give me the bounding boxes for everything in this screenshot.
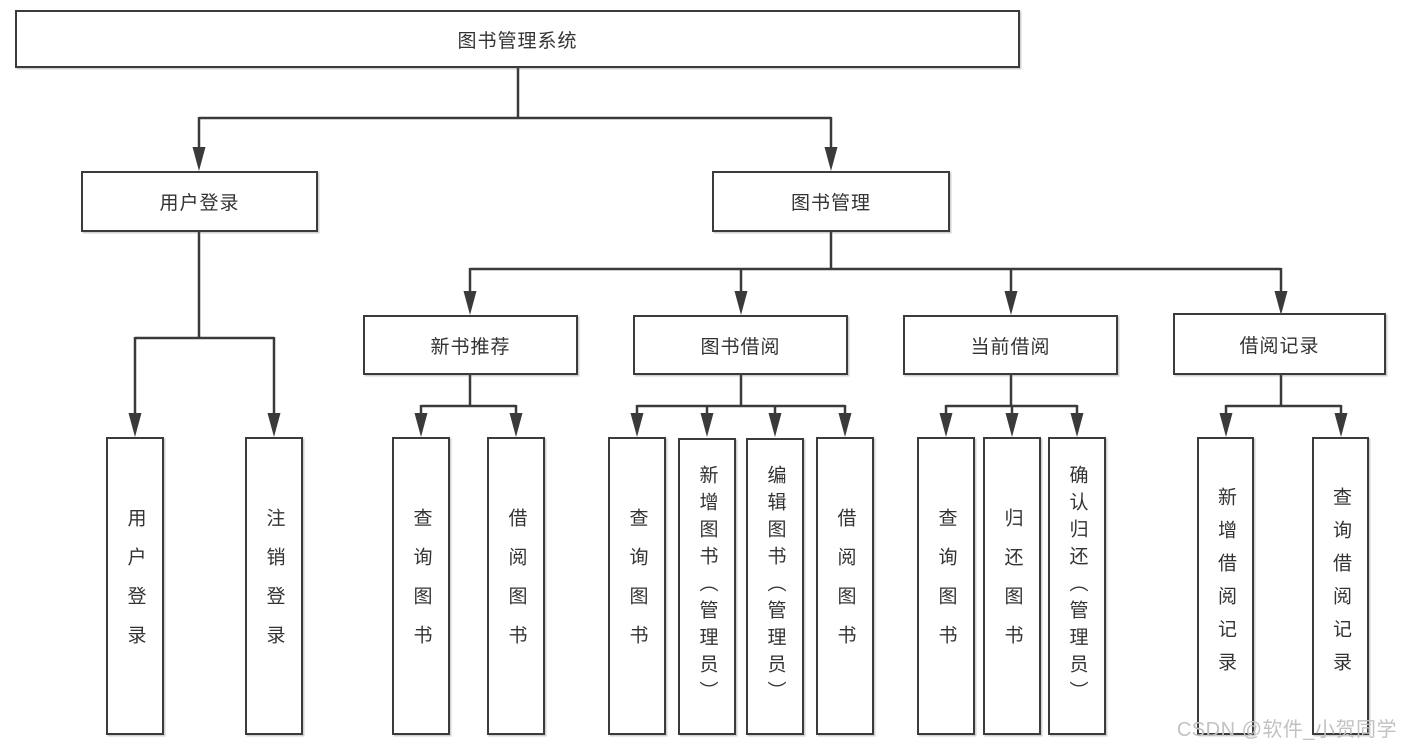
node-leaf-edit-books-admin: 编辑图书（管理员） — [746, 438, 804, 735]
node-label: 查询图书 — [935, 508, 957, 664]
node-label: 当前借阅 — [970, 336, 1051, 358]
node-leaf-borrow-books-1: 借阅图书 — [487, 437, 545, 735]
node-label: 注销登录 — [263, 508, 285, 664]
arrowheads — [128, 147, 1348, 437]
node-leaf-return-books: 归还图书 — [983, 437, 1041, 735]
node-leaf-user-login: 用户登录 — [106, 437, 164, 735]
node-label: 借阅记录 — [1239, 335, 1320, 357]
node-leaf-logout: 注销登录 — [245, 437, 303, 735]
node-user-login-branch: 用户登录 — [81, 171, 318, 232]
node-label: 用户登录 — [124, 508, 146, 664]
node-new-book-recommend: 新书推荐 — [363, 315, 578, 375]
node-leaf-query-books-2: 查询图书 — [608, 437, 666, 735]
node-label: 新增图书（管理员） — [696, 465, 718, 708]
node-book-borrowing: 图书借阅 — [633, 315, 848, 375]
node-label: 查询借阅记录 — [1330, 487, 1351, 685]
node-label: 归还图书 — [1001, 508, 1023, 664]
node-label: 图书管理 — [790, 193, 871, 214]
node-borrow-records: 借阅记录 — [1173, 313, 1386, 375]
node-label: 查询图书 — [410, 508, 432, 664]
node-leaf-borrow-books-2: 借阅图书 — [816, 437, 874, 735]
node-current-borrowing: 当前借阅 — [903, 315, 1118, 375]
csdn-watermark: CSDN @软件_小贺同学 — [1176, 719, 1397, 741]
node-label: 查询图书 — [626, 508, 648, 664]
node-label: 图书借阅 — [700, 336, 781, 358]
node-label: 编辑图书（管理员） — [764, 465, 786, 708]
node-leaf-query-books-1: 查询图书 — [392, 437, 450, 735]
node-leaf-query-books-3: 查询图书 — [917, 437, 975, 735]
node-book-management-branch: 图书管理 — [712, 171, 950, 232]
node-label: 新书推荐 — [430, 336, 511, 358]
node-leaf-query-borrow-record: 查询借阅记录 — [1312, 437, 1369, 735]
node-label: 借阅图书 — [834, 508, 856, 664]
node-label: 图书管理系统 — [457, 30, 578, 52]
node-leaf-add-books-admin: 新增图书（管理员） — [678, 438, 736, 735]
node-label: 用户登录 — [159, 193, 240, 214]
node-label: 新增借阅记录 — [1215, 487, 1236, 685]
node-leaf-add-borrow-record: 新增借阅记录 — [1197, 437, 1254, 735]
node-root-system: 图书管理系统 — [15, 10, 1020, 68]
node-label: 借阅图书 — [505, 508, 527, 664]
node-label: 确认归还（管理员） — [1066, 464, 1088, 708]
node-leaf-confirm-return-admin: 确认归还（管理员） — [1048, 437, 1106, 735]
